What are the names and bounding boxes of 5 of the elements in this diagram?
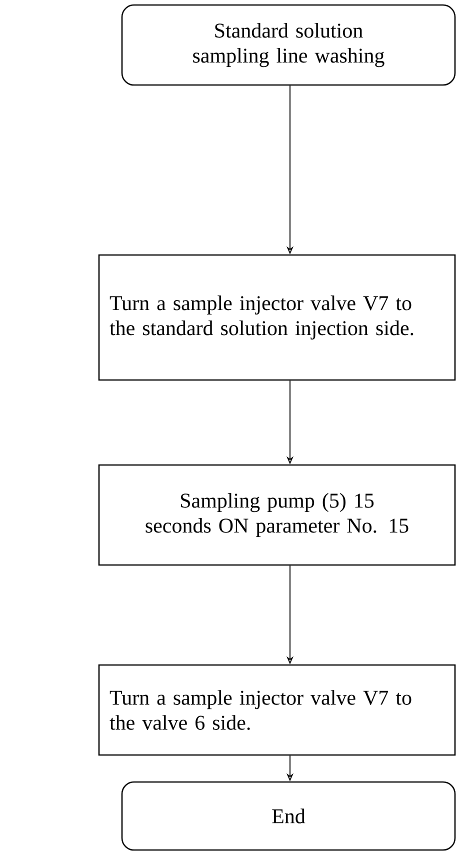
process-box: Turn a sample injector valve V7 to the standard solution injection side. [98,254,456,381]
process-box: Turn a sample injector valve V7 to the valve 6 side. [98,664,456,756]
terminal-box: Standard solution sampling line washing [121,4,456,86]
terminal-box: End [121,781,456,851]
process-box: Sampling pump (5) 15 seconds ON parameter No. 15 [98,464,456,566]
